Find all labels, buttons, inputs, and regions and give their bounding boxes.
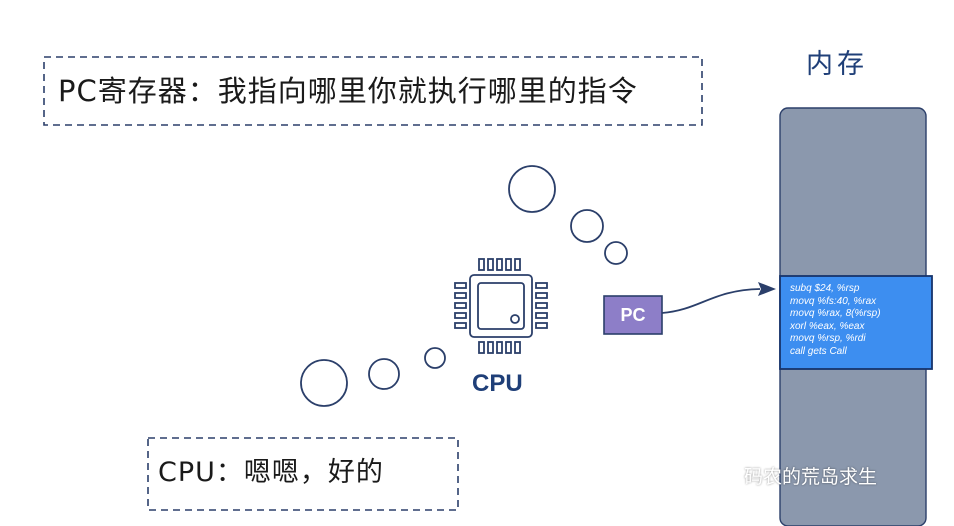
pc-register-label: PC (620, 304, 646, 325)
instruction-block (779, 275, 933, 370)
cpu-chip-icon (454, 258, 548, 354)
pc-speech-text: PC寄存器：我指向哪里你就执行哪里的指令 (58, 74, 638, 108)
instruction-line: call gets Call (790, 345, 847, 357)
arrow-head (758, 282, 776, 296)
instruction-line: movq %fs:40, %rax (790, 295, 877, 307)
thought-bubble-large-upper (508, 165, 556, 213)
thought-bubble-medium-upper (570, 209, 604, 243)
memory-title: 内存 (806, 49, 868, 80)
pc-register-chip (603, 295, 663, 335)
cpu-label: CPU (472, 370, 523, 397)
instruction-line: movq %rsp, %rdi (790, 333, 866, 344)
instruction-list: subq $24, %rsp movq %fs:40, %rax movq %r… (790, 283, 930, 358)
pc-speech-box (43, 56, 703, 126)
instruction-line: subq $24, %rsp (790, 283, 860, 294)
thought-bubble-large-lower (300, 359, 348, 407)
thought-bubble-small-upper (604, 241, 628, 265)
instruction-line: movq %rax, 8(%rsp) (790, 308, 881, 319)
watermark-text: 码农的荒岛求生 (744, 466, 878, 488)
instruction-line: xorl %eax, %eax (790, 320, 865, 332)
cpu-speech-text: CPU：嗯嗯，好的 (158, 457, 384, 488)
wechat-icon (712, 465, 738, 486)
watermark: 码农的荒岛求生 (712, 462, 877, 489)
pc-pointer-arrow (661, 288, 761, 314)
thought-bubble-medium-lower (368, 358, 400, 390)
thought-bubble-small-lower (424, 347, 446, 369)
